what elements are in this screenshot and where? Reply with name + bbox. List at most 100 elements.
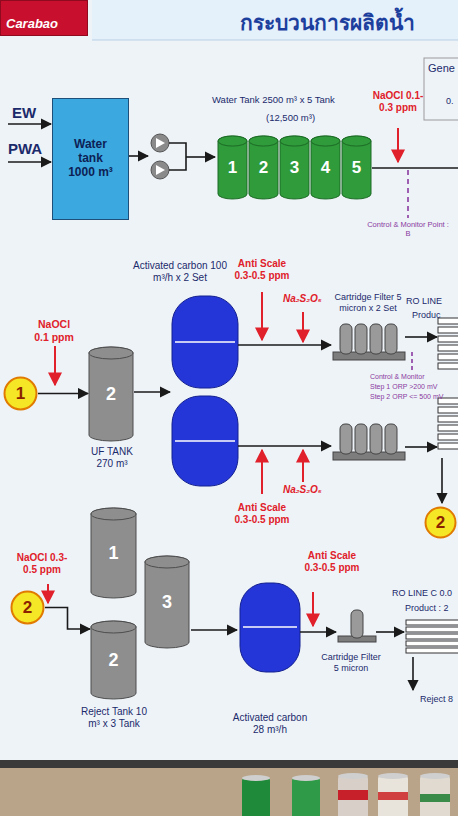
tank-cylinder: 3	[144, 556, 190, 648]
tank-number: 2	[436, 513, 445, 533]
ro-membrane	[438, 416, 458, 422]
cylinder-body	[342, 136, 371, 199]
drink-can	[338, 790, 368, 800]
ro-membrane	[406, 620, 458, 625]
equipment-label: (12,500 m³)	[266, 112, 315, 123]
cylinder-top	[342, 136, 371, 146]
cartridge-filter	[385, 424, 397, 454]
drink-can	[420, 773, 450, 779]
ro-membrane	[406, 648, 458, 653]
flow-arrow	[186, 156, 215, 158]
flow-line	[372, 167, 458, 169]
tank-cylinder: 2	[90, 621, 137, 699]
equipment-label: EW	[12, 104, 36, 122]
chemical-dosing-label: Na₂S₂O₅	[283, 484, 322, 496]
monitor-note: Control & Monitor Point : B	[366, 220, 450, 238]
carbon-vessel	[172, 396, 238, 486]
cartridge-filter	[340, 424, 352, 454]
tank-number: 2	[108, 650, 118, 671]
equipment-label: UF TANK 270 m³	[84, 446, 140, 470]
equipment-label: Gene	[428, 62, 455, 75]
brand-logo: Carabao	[0, 0, 88, 36]
circle-outline	[5, 378, 37, 410]
carbon-vessel	[175, 440, 235, 442]
cylinder-top	[91, 508, 136, 520]
tank-box: Water tank 1000 m³	[52, 98, 129, 220]
ro-membrane	[438, 318, 458, 449]
dosing-arrow	[302, 450, 304, 482]
ro-membrane	[438, 407, 458, 413]
cylinder-body	[91, 621, 136, 699]
equipment-label: Reject Tank 10 m³ x 3 Tank	[78, 706, 150, 730]
tank-cylinder: 4	[310, 136, 341, 199]
equipment-label: Cartridge Filter 5 micron x 2 Set	[328, 292, 408, 314]
tank-number: 5	[352, 158, 361, 178]
drink-can	[338, 776, 368, 816]
dosing-arrow	[261, 292, 263, 340]
drink-can	[420, 794, 450, 802]
equipment-label: PWA	[8, 140, 42, 158]
ro-membrane	[406, 634, 458, 639]
cylinder-top	[91, 621, 136, 633]
cylinder-top	[249, 136, 278, 146]
flow-arrow	[45, 608, 90, 630]
title-band	[92, 0, 458, 40]
tank-cylinder: 1	[90, 508, 137, 598]
pump-symbol	[151, 161, 169, 179]
equipment-label: Activated carbon 100 m³/h x 2 Set	[128, 260, 232, 284]
drink-can	[378, 792, 408, 800]
drink-can	[242, 775, 270, 781]
pump-symbol	[156, 138, 165, 148]
cylinder-body	[218, 136, 247, 199]
flow-arrow	[412, 657, 414, 690]
dosing-arrow	[312, 592, 314, 626]
chemical-dosing-label: Anti Scale 0.3-0.5 ppm	[230, 258, 294, 282]
tank-number: 2	[106, 384, 116, 405]
tank-number: 1	[16, 384, 25, 404]
monitor-line	[407, 170, 409, 218]
drink-can	[292, 778, 320, 816]
ro-membrane	[438, 354, 458, 360]
monitor-note: Control & Monitor	[370, 373, 424, 381]
cylinder-top	[89, 347, 133, 359]
carbon-vessel	[172, 296, 238, 388]
flow-arrow	[238, 344, 331, 346]
equipment-label: Product : 2	[405, 603, 449, 614]
connector-circle: 2	[10, 590, 45, 625]
circle-outline	[12, 592, 44, 624]
title-rule	[92, 40, 458, 41]
equipment-label: Water Tank 2500 m³ x 5 Tank	[212, 94, 335, 105]
drink-can	[378, 776, 408, 816]
dosing-arrow	[261, 450, 263, 494]
pump-symbol	[156, 165, 165, 175]
equipment-label: Reject 8	[420, 694, 453, 705]
cartridge-filter	[385, 324, 397, 354]
chemical-dosing-label: Anti Scale 0.3-0.5 ppm	[230, 502, 294, 526]
screen-bezel	[0, 760, 458, 768]
cylinder-top	[280, 136, 309, 146]
tank-number: 1	[108, 543, 118, 564]
tank-label: Water tank 1000 m³	[66, 138, 115, 179]
tank-number: 3	[290, 158, 299, 178]
ro-membrane	[438, 434, 458, 440]
flow-arrow	[134, 391, 170, 393]
cylinder-body	[311, 136, 340, 199]
dosing-arrow	[54, 346, 56, 385]
carbon-vessel	[175, 341, 235, 343]
flow-arrow	[300, 631, 336, 633]
drink-can	[420, 776, 450, 816]
monitor-note: Step 1 ORP >200 mV	[370, 383, 437, 391]
drink-can	[338, 773, 368, 779]
connector-circle: 2	[424, 506, 457, 539]
flow-arrow	[191, 629, 237, 631]
equipment-box	[424, 58, 458, 120]
cartridge-filter	[355, 424, 367, 454]
page-title: กระบวนการผลิตน้ำ	[240, 6, 415, 39]
dosing-arrow	[47, 584, 49, 603]
tank-number: 1	[228, 158, 237, 178]
flow-arrow	[38, 393, 88, 395]
equipment-label: Produc	[412, 310, 441, 321]
ro-membrane	[438, 363, 458, 369]
tank-number: 3	[162, 592, 172, 613]
